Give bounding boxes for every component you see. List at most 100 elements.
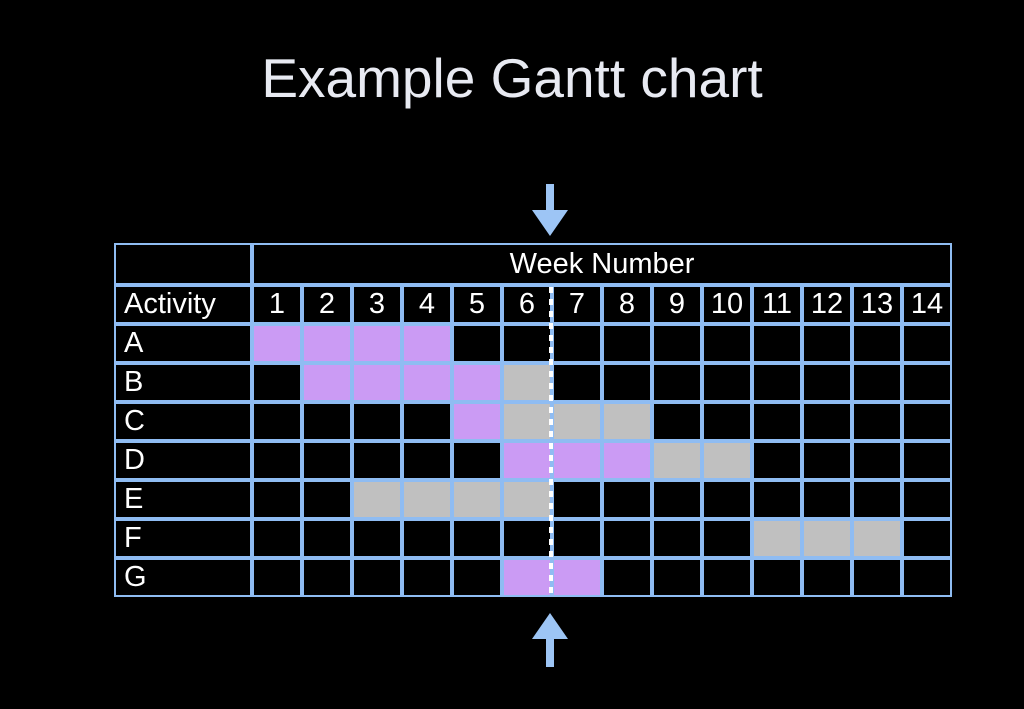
cell-a-week-7[interactable] — [552, 324, 602, 363]
cell-a-week-11[interactable] — [752, 324, 802, 363]
cell-a-week-8[interactable] — [602, 324, 652, 363]
cell-c-week-4[interactable] — [402, 402, 452, 441]
cell-d-week-2[interactable] — [302, 441, 352, 480]
cell-d-week-3[interactable] — [352, 441, 402, 480]
cell-e-week-8[interactable] — [602, 480, 652, 519]
cell-a-week-6[interactable] — [502, 324, 552, 363]
cell-f-week-14[interactable] — [902, 519, 952, 558]
cell-a-week-4[interactable] — [402, 324, 452, 363]
cell-f-week-1[interactable] — [252, 519, 302, 558]
cell-b-week-2[interactable] — [302, 363, 352, 402]
cell-a-week-2[interactable] — [302, 324, 352, 363]
cell-a-week-3[interactable] — [352, 324, 402, 363]
cell-c-week-5[interactable] — [452, 402, 502, 441]
cell-g-week-14[interactable] — [902, 558, 952, 597]
cell-c-week-7[interactable] — [552, 402, 602, 441]
cell-g-week-6[interactable] — [502, 558, 552, 597]
cell-g-week-9[interactable] — [652, 558, 702, 597]
cell-d-week-14[interactable] — [902, 441, 952, 480]
cell-g-week-7[interactable] — [552, 558, 602, 597]
header-week-11: 11 — [752, 285, 802, 324]
cell-d-week-5[interactable] — [452, 441, 502, 480]
cell-g-week-13[interactable] — [852, 558, 902, 597]
cell-g-week-10[interactable] — [702, 558, 752, 597]
cell-e-week-12[interactable] — [802, 480, 852, 519]
cell-f-week-9[interactable] — [652, 519, 702, 558]
cell-e-week-11[interactable] — [752, 480, 802, 519]
cell-e-week-2[interactable] — [302, 480, 352, 519]
cell-d-week-7[interactable] — [552, 441, 602, 480]
cell-b-week-10[interactable] — [702, 363, 752, 402]
cell-b-week-14[interactable] — [902, 363, 952, 402]
cell-b-week-8[interactable] — [602, 363, 652, 402]
cell-f-week-4[interactable] — [402, 519, 452, 558]
cell-b-week-4[interactable] — [402, 363, 452, 402]
cell-c-week-8[interactable] — [602, 402, 652, 441]
cell-a-week-12[interactable] — [802, 324, 852, 363]
cell-d-week-10[interactable] — [702, 441, 752, 480]
cell-c-week-11[interactable] — [752, 402, 802, 441]
cell-f-week-13[interactable] — [852, 519, 902, 558]
cell-e-week-5[interactable] — [452, 480, 502, 519]
cell-f-week-2[interactable] — [302, 519, 352, 558]
cell-a-week-1[interactable] — [252, 324, 302, 363]
cell-e-week-7[interactable] — [552, 480, 602, 519]
cell-c-week-3[interactable] — [352, 402, 402, 441]
cell-d-week-4[interactable] — [402, 441, 452, 480]
cell-e-week-1[interactable] — [252, 480, 302, 519]
cell-c-week-6[interactable] — [502, 402, 552, 441]
cell-f-week-11[interactable] — [752, 519, 802, 558]
cell-a-week-14[interactable] — [902, 324, 952, 363]
cell-b-week-12[interactable] — [802, 363, 852, 402]
cell-g-week-12[interactable] — [802, 558, 852, 597]
cell-g-week-8[interactable] — [602, 558, 652, 597]
cell-b-week-5[interactable] — [452, 363, 502, 402]
cell-d-week-11[interactable] — [752, 441, 802, 480]
cell-f-week-10[interactable] — [702, 519, 752, 558]
cell-b-week-3[interactable] — [352, 363, 402, 402]
cell-e-week-3[interactable] — [352, 480, 402, 519]
cell-c-week-10[interactable] — [702, 402, 752, 441]
cell-c-week-9[interactable] — [652, 402, 702, 441]
cell-c-week-1[interactable] — [252, 402, 302, 441]
cell-e-week-10[interactable] — [702, 480, 752, 519]
cell-f-week-6[interactable] — [502, 519, 552, 558]
cell-d-week-6[interactable] — [502, 441, 552, 480]
cell-g-week-1[interactable] — [252, 558, 302, 597]
cell-e-week-14[interactable] — [902, 480, 952, 519]
cell-f-week-12[interactable] — [802, 519, 852, 558]
cell-b-week-9[interactable] — [652, 363, 702, 402]
cell-c-week-13[interactable] — [852, 402, 902, 441]
cell-c-week-14[interactable] — [902, 402, 952, 441]
cell-a-week-13[interactable] — [852, 324, 902, 363]
cell-b-week-7[interactable] — [552, 363, 602, 402]
cell-d-week-13[interactable] — [852, 441, 902, 480]
cell-e-week-9[interactable] — [652, 480, 702, 519]
cell-a-week-5[interactable] — [452, 324, 502, 363]
cell-g-week-5[interactable] — [452, 558, 502, 597]
cell-d-week-8[interactable] — [602, 441, 652, 480]
cell-f-week-3[interactable] — [352, 519, 402, 558]
cell-g-week-3[interactable] — [352, 558, 402, 597]
cell-d-week-1[interactable] — [252, 441, 302, 480]
cell-g-week-4[interactable] — [402, 558, 452, 597]
cell-b-week-11[interactable] — [752, 363, 802, 402]
cell-b-week-13[interactable] — [852, 363, 902, 402]
cell-c-week-12[interactable] — [802, 402, 852, 441]
cell-e-week-6[interactable] — [502, 480, 552, 519]
cell-g-week-2[interactable] — [302, 558, 352, 597]
cell-d-week-9[interactable] — [652, 441, 702, 480]
cell-a-week-10[interactable] — [702, 324, 752, 363]
cell-b-week-6[interactable] — [502, 363, 552, 402]
cell-b-week-1[interactable] — [252, 363, 302, 402]
cell-g-week-11[interactable] — [752, 558, 802, 597]
cell-f-week-5[interactable] — [452, 519, 502, 558]
cell-f-week-8[interactable] — [602, 519, 652, 558]
cell-c-week-2[interactable] — [302, 402, 352, 441]
cell-f-week-7[interactable] — [552, 519, 602, 558]
cell-e-week-4[interactable] — [402, 480, 452, 519]
cell-a-week-9[interactable] — [652, 324, 702, 363]
cell-e-week-13[interactable] — [852, 480, 902, 519]
cell-d-week-12[interactable] — [802, 441, 852, 480]
